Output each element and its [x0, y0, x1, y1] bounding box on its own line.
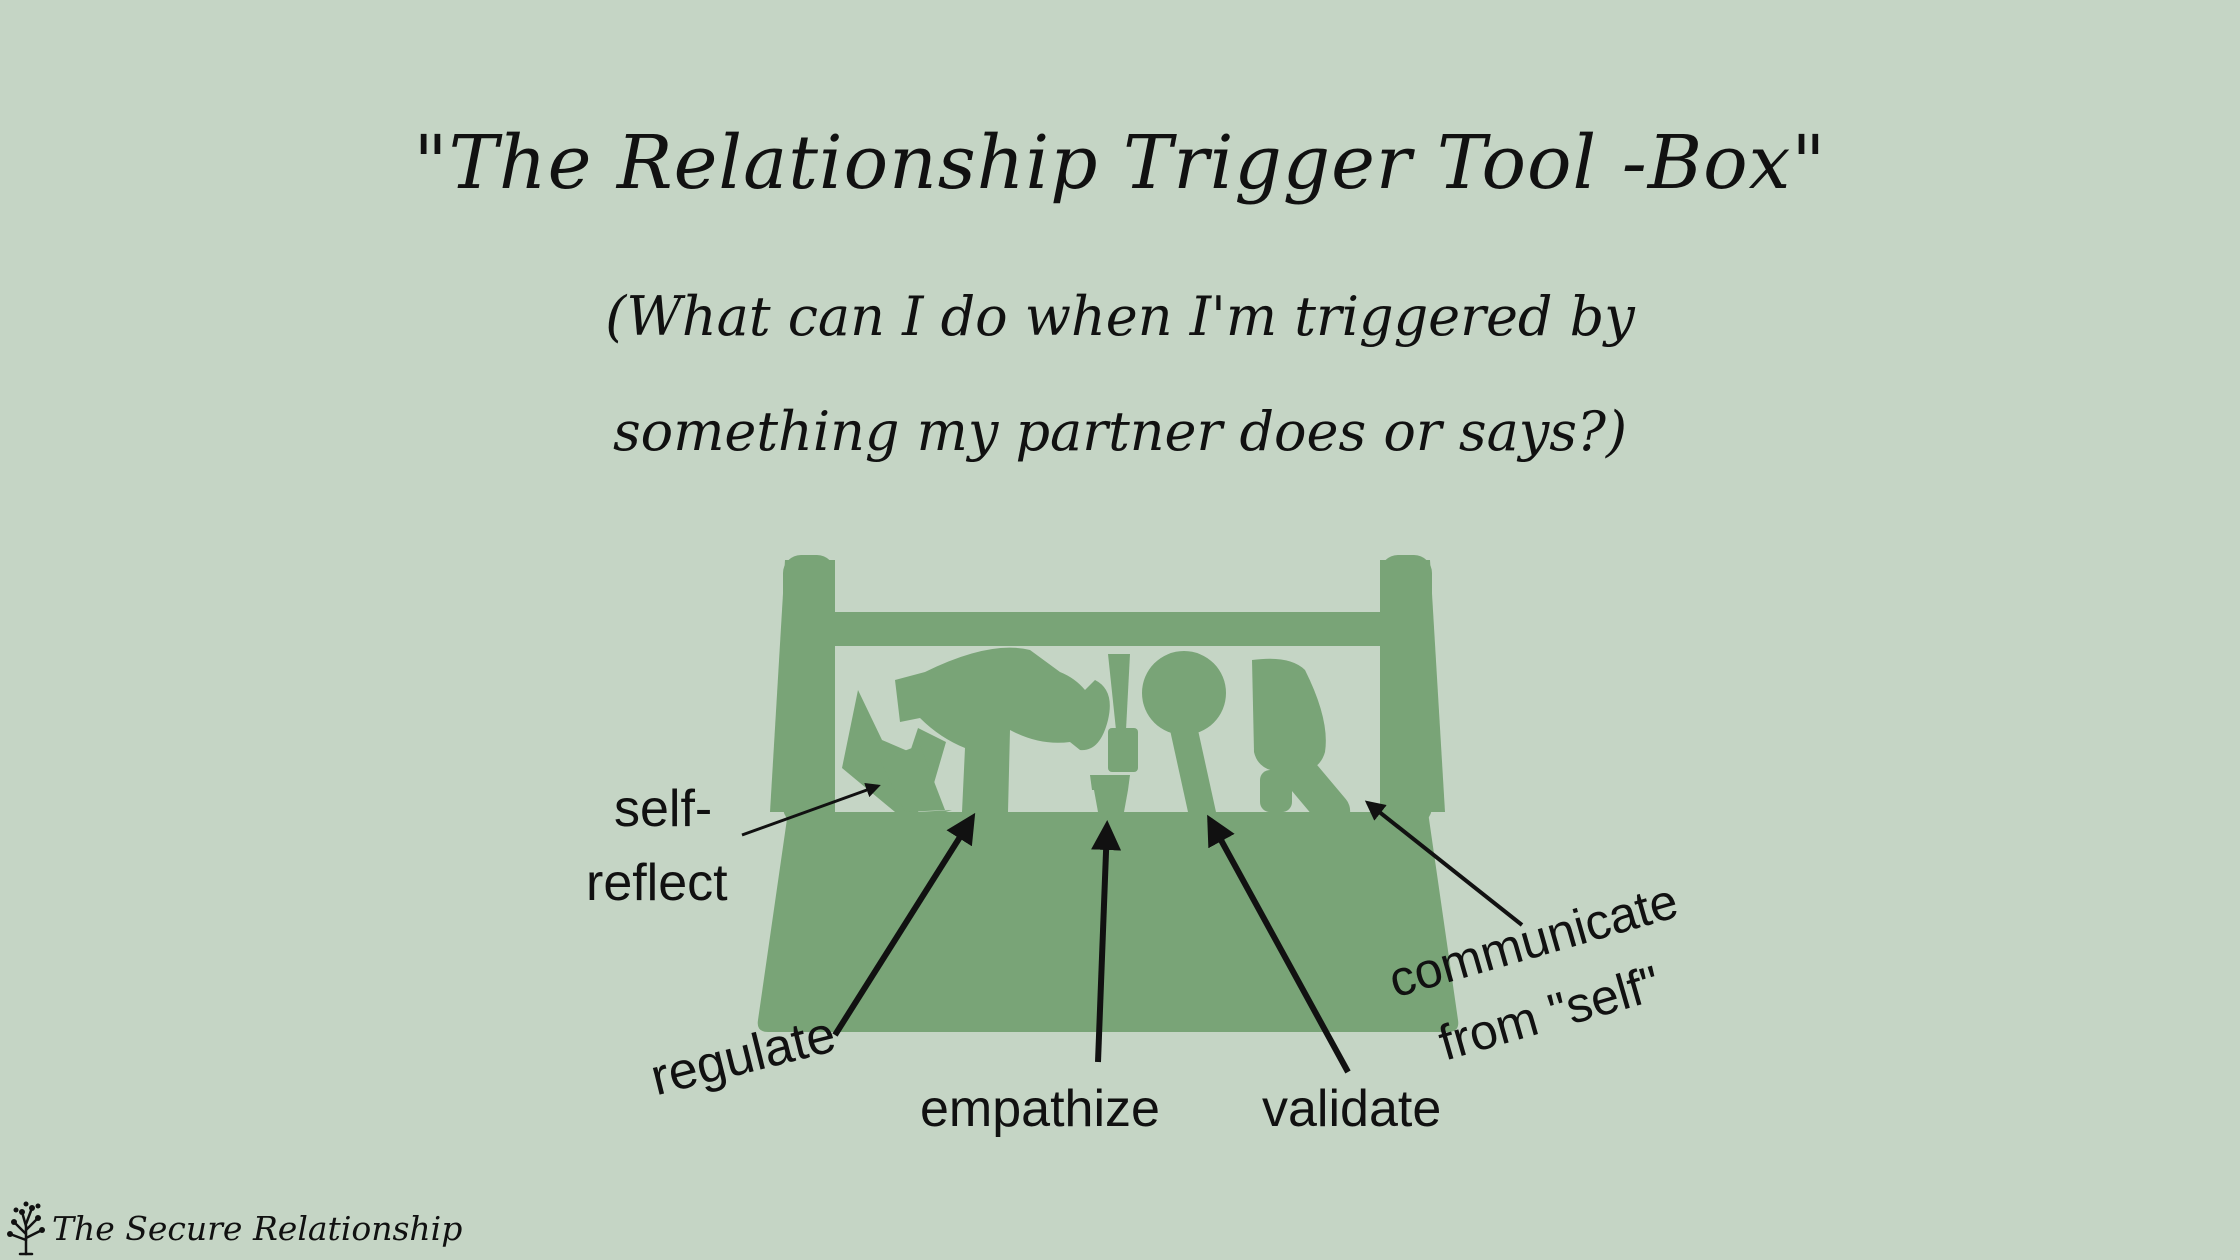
screwdriver-icon — [1090, 654, 1138, 812]
brush-icon — [1252, 658, 1351, 829]
footer-brand-name: The Secure Relationship — [52, 1208, 463, 1248]
wrench-ring-icon — [1142, 651, 1226, 812]
arrow-communicate — [1364, 800, 1524, 927]
footer-brand: The Secure Relationship — [4, 1200, 462, 1256]
subtitle-line-2: something my partner does or says?) — [612, 400, 1628, 463]
tree-icon — [7, 1201, 45, 1256]
label-empathize: empathize — [920, 1080, 1160, 1138]
toolbox-icon — [757, 555, 1459, 1032]
arrow-empathize — [1091, 820, 1122, 1063]
label-validate: validate — [1262, 1080, 1442, 1138]
arrow-validate — [1207, 814, 1351, 1074]
arrow-self-reflect — [741, 783, 881, 837]
arrow-regulate — [832, 812, 976, 1037]
page-title: "The Relationship Trigger Tool -Box" — [413, 120, 1827, 206]
label-self-reflect-line1: self- — [614, 780, 713, 838]
subtitle-line-1: (What can I do when I'm triggered by — [605, 285, 1635, 348]
hammer-icon — [895, 647, 1110, 812]
label-self-reflect-line2: reflect — [586, 854, 728, 912]
